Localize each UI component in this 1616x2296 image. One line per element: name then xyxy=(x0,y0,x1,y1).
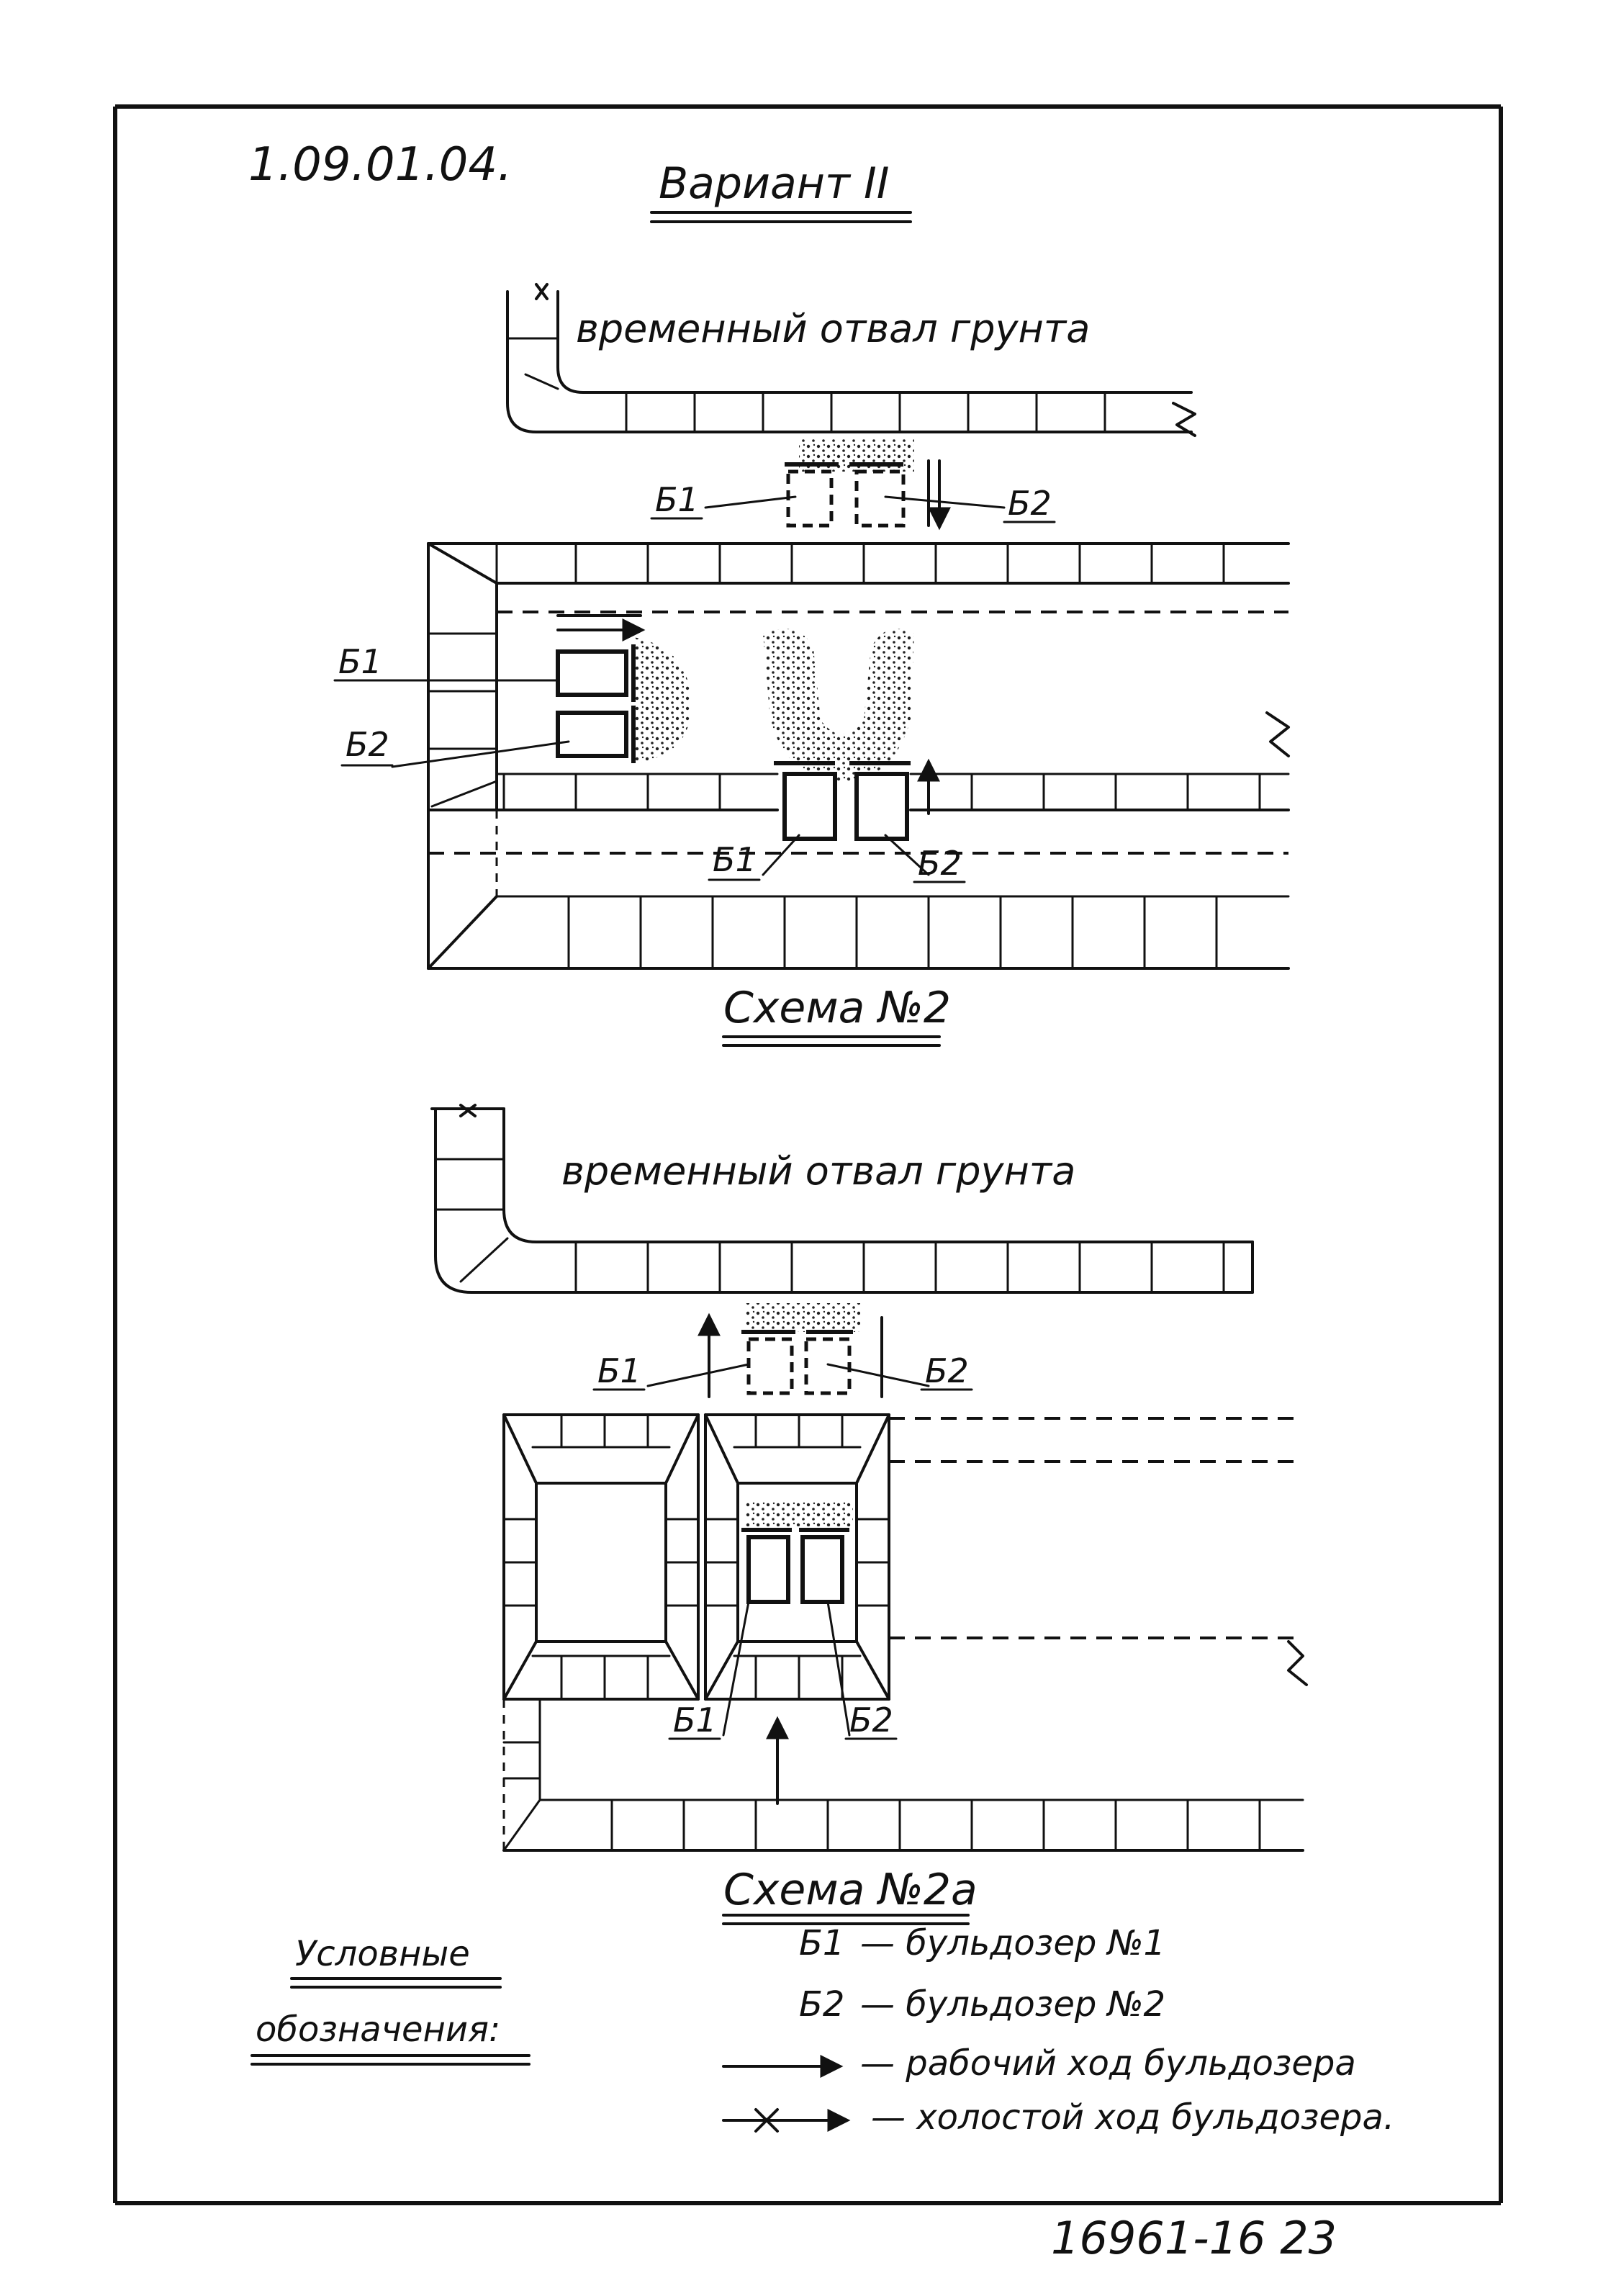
legend-b2-text: — бульдозер №2 xyxy=(860,1984,1165,2025)
legend-idle-text: — холостой ход бульдозера. xyxy=(871,2097,1394,2138)
legend-title-line1: Условные xyxy=(295,1934,470,1974)
scheme2-end-dozers xyxy=(380,614,691,768)
scheme2-dump-b2: Б2 xyxy=(1008,484,1052,523)
scheme2a-caption: Схема №2а xyxy=(723,1865,978,1915)
scheme2-side-b1: Б1 xyxy=(713,840,757,879)
scheme2a-dump-b2: Б2 xyxy=(925,1351,969,1390)
scheme2-caption: Схема №2 xyxy=(723,983,951,1033)
sheet-frame xyxy=(113,104,1503,2205)
scheme2-dump-b1: Б1 xyxy=(655,480,699,519)
scheme2-side-b2: Б2 xyxy=(918,844,962,883)
scheme2a-cell-b1: Б1 xyxy=(673,1701,717,1739)
scheme2-dump-label: временный отвал грунта xyxy=(576,306,1090,351)
scheme2a-dump-bank xyxy=(430,1104,1254,1294)
scheme2a-cell-b2: Б2 xyxy=(849,1701,893,1739)
legend: Условные обозначения: Б1 — бульдозер №1 … xyxy=(250,1923,1394,2138)
scheme2a-cell-dozers xyxy=(722,1501,853,1805)
idle-stroke-arrow-icon xyxy=(722,2108,851,2133)
legend-b1-symbol: Б1 xyxy=(799,1923,844,1963)
variant-title: Вариант II xyxy=(659,158,889,209)
scheme2-pit xyxy=(427,542,1290,970)
scheme2-dump-bank xyxy=(506,283,1196,437)
scheme2-side-dozers xyxy=(762,629,940,876)
sheet-stamp: 16961-16 23 xyxy=(1051,2212,1337,2264)
legend-title-line2: обозначения: xyxy=(256,2009,500,2050)
legend-b2-symbol: Б2 xyxy=(799,1984,844,2025)
scheme-2: временный отвал грунта Б1 Б2 xyxy=(333,283,1290,1047)
scheme2-end-b2: Б2 xyxy=(346,725,389,764)
scheme2a-pit xyxy=(502,1413,1308,1852)
legend-b1-text: — бульдозер №1 xyxy=(860,1923,1165,1963)
scheme2-end-b1: Б1 xyxy=(338,642,382,681)
sheet-code: 1.09.01.04. xyxy=(248,138,512,192)
scheme2a-dump-dozers xyxy=(646,1303,930,1398)
scheme2a-dump-label: временный отвал грунта xyxy=(561,1148,1075,1194)
legend-working-text: — рабочий ход бульдозера xyxy=(860,2043,1356,2084)
scheme2-dump-dozers xyxy=(704,439,1006,531)
scheme2a-dump-b1: Б1 xyxy=(597,1351,641,1390)
scheme-2a: временный отвал грунта Б1 Б2 xyxy=(430,1104,1308,1925)
